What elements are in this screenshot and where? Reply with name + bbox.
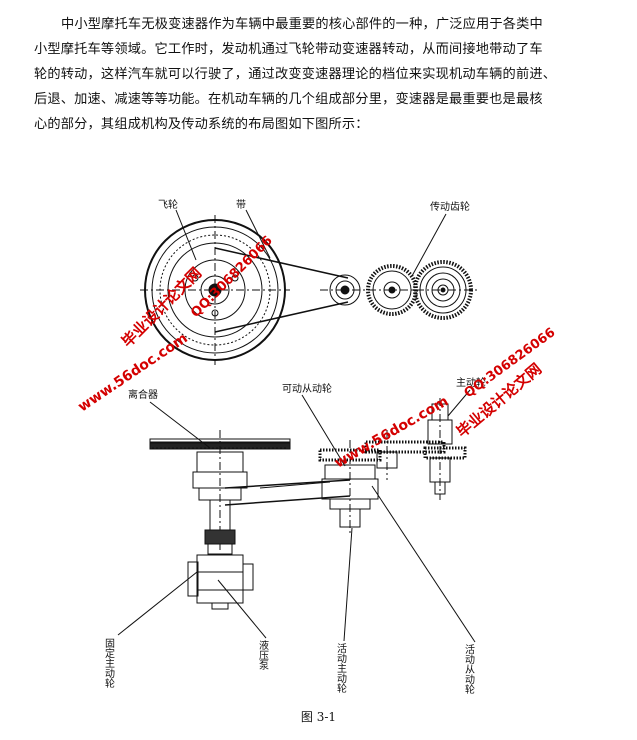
label-movable-driven-bottom: 活动从动轮 [463,644,475,694]
belt-bottom-view [224,479,351,506]
paragraph-line-3: 轮的转动，这样汽车就可以行驶了，通过改变变速器理论的档位来实现机动车辆的前进、 [34,67,557,82]
watermark-url-b: www.56doc.com [332,393,451,471]
movable-pulley-assembly [321,440,379,535]
flywheel-top-view [140,215,290,365]
label-drive-gear: 传动齿轮 [430,200,470,213]
label-flywheel: 飞轮 [158,198,178,211]
label-movable-drive: 活动主动轮 [335,643,347,693]
body-paragraph: 中小型摩托车无极变速器作为车辆中最重要的核心部件的一种，广泛应用于各类中 小型摩… [34,12,614,137]
transmission-layout-figure: 飞轮 带 传动齿轮 离合器 可动从动轮 主动轮 固定主动轮 液压泵 活动主动轮 … [75,198,558,694]
output-shaft [427,398,453,500]
paragraph-line-1: 中小型摩托车无极变速器作为车辆中最重要的核心部件的一种，广泛应用于各类中 [61,17,543,32]
label-drive-wheel-top-right: 主动轮 [456,376,486,389]
shaft-and-pump [187,499,254,610]
paragraph-line-2: 小型摩托车等领域。它工作时，发动机通过飞轮带动变速器转动，从而间接地带动了车 [34,42,543,57]
paragraph-line-4: 后退、加速、减速等等功能。在机动车辆的几个组成部分里，变速器是最重要也是最核 [34,92,543,107]
label-movable-driven: 可动从动轮 [282,382,332,395]
belt-top-view [214,247,349,333]
label-fixed-drive: 固定主动轮 [103,638,115,688]
paragraph-line-5: 心的部分，其组成机构及传动系统的布局图如下图所示： [34,117,369,132]
label-hydraulic-pump: 液压泵 [257,639,269,670]
label-clutch: 离合器 [128,388,158,401]
figure-caption: 图 3-1 [300,710,337,724]
label-belt: 带 [236,199,246,211]
